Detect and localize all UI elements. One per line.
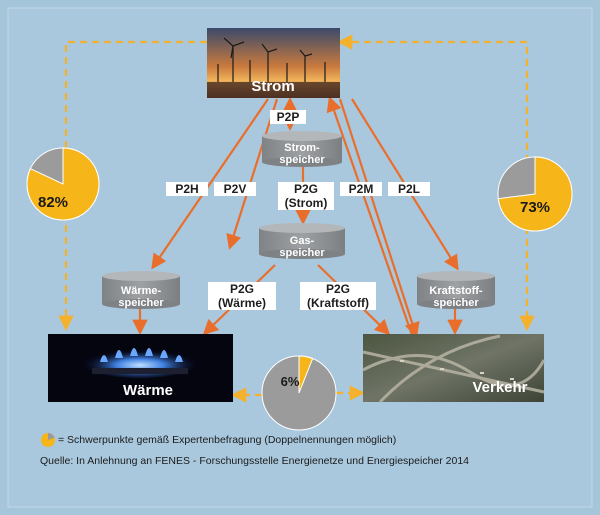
- waermespeicher-line2: speicher: [118, 297, 164, 309]
- label-p2g-kraftstoff-line1: P2G: [325, 282, 350, 296]
- label-p2l: P2L: [388, 182, 430, 196]
- pie-kopplung-slice: [298, 355, 314, 394]
- dashed-connectors: [58, 34, 535, 403]
- label-p2g-strom-line1: P2G: [293, 182, 318, 196]
- pie-waerme-slice: [26, 147, 100, 221]
- pie-waerme-label: 82%: [38, 194, 68, 211]
- kraftstoffspeicher-line2: speicher: [433, 297, 479, 309]
- verkehr-title: Verkehr: [472, 379, 527, 396]
- label-p2g-kraftstoff-line2: (Kraftstoff): [307, 296, 369, 310]
- pie-kopplung-label: 6%: [281, 374, 300, 389]
- label-p2g-waerme-line2: (Wärme): [217, 296, 266, 310]
- stromspeicher-cylinder: [262, 131, 342, 167]
- label-p2p: P2P: [270, 110, 306, 124]
- waerme-image: [48, 334, 233, 402]
- stromspeicher-line1: Strom-: [284, 142, 320, 154]
- label-p2h: P2H: [166, 182, 208, 196]
- legend-text: = Schwerpunkte gemäß Expertenbefragung (…: [58, 434, 397, 446]
- waermespeicher-line1: Wärme-: [121, 285, 162, 297]
- strom-image: [207, 28, 340, 98]
- label-p2g-strom: P2G (Strom): [278, 182, 334, 210]
- label-p2g-kraftstoff: P2G (Kraftstoff): [300, 282, 376, 310]
- gasspeicher-line2: speicher: [279, 247, 325, 259]
- label-p2g-waerme-line1: P2G: [229, 282, 254, 296]
- gasspeicher-cylinder: [259, 223, 345, 259]
- label-p2m: P2M: [340, 182, 382, 196]
- kraftstoffspeicher-cylinder: [417, 271, 495, 309]
- kraftstoffspeicher-line1: Kraftstoff-: [429, 285, 482, 297]
- waerme-title: Wärme: [123, 382, 173, 399]
- verkehr-image: [362, 334, 546, 404]
- label-p2v: P2V: [214, 182, 256, 196]
- source-text: Quelle: In Anlehnung an FENES - Forschun…: [40, 455, 470, 467]
- label-p2g-strom-line2: (Strom): [284, 196, 328, 210]
- gasspeicher-line1: Gas-: [290, 235, 315, 247]
- label-p2g-waerme: P2G (Wärme): [208, 282, 276, 310]
- pie-verkehr-label: 73%: [520, 199, 550, 216]
- stromspeicher-line2: speicher: [279, 154, 325, 166]
- pie-waerme: [26, 147, 100, 221]
- pie-verkehr: [497, 156, 573, 232]
- waermespeicher-cylinder: [102, 271, 180, 309]
- strom-title: Strom: [251, 78, 294, 95]
- legend-pie-icon: [41, 432, 55, 447]
- pie-verkehr-slice: [497, 156, 573, 232]
- pie-kopplung: [261, 355, 337, 431]
